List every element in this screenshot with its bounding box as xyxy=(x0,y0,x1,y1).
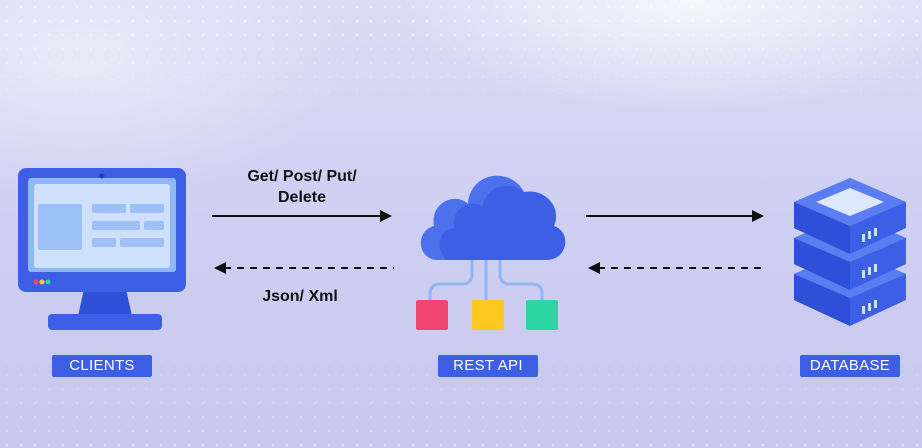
rest-api-label: REST API xyxy=(438,355,538,377)
clients-label: CLIENTS xyxy=(52,355,152,377)
response-formats-label: Json/ Xml xyxy=(262,288,338,305)
request-arrow xyxy=(212,210,392,222)
response-arrow xyxy=(214,262,394,274)
desktop-monitor-icon xyxy=(18,168,186,330)
result-arrow xyxy=(588,262,766,274)
background-dot-pattern-top xyxy=(0,0,922,110)
cloud-icon xyxy=(416,175,566,330)
query-arrow xyxy=(586,210,764,222)
database-label: DATABASE xyxy=(800,355,900,377)
request-methods-label: Get/ Post/ Put/ Delete xyxy=(247,168,357,206)
database-server-icon xyxy=(794,178,906,326)
